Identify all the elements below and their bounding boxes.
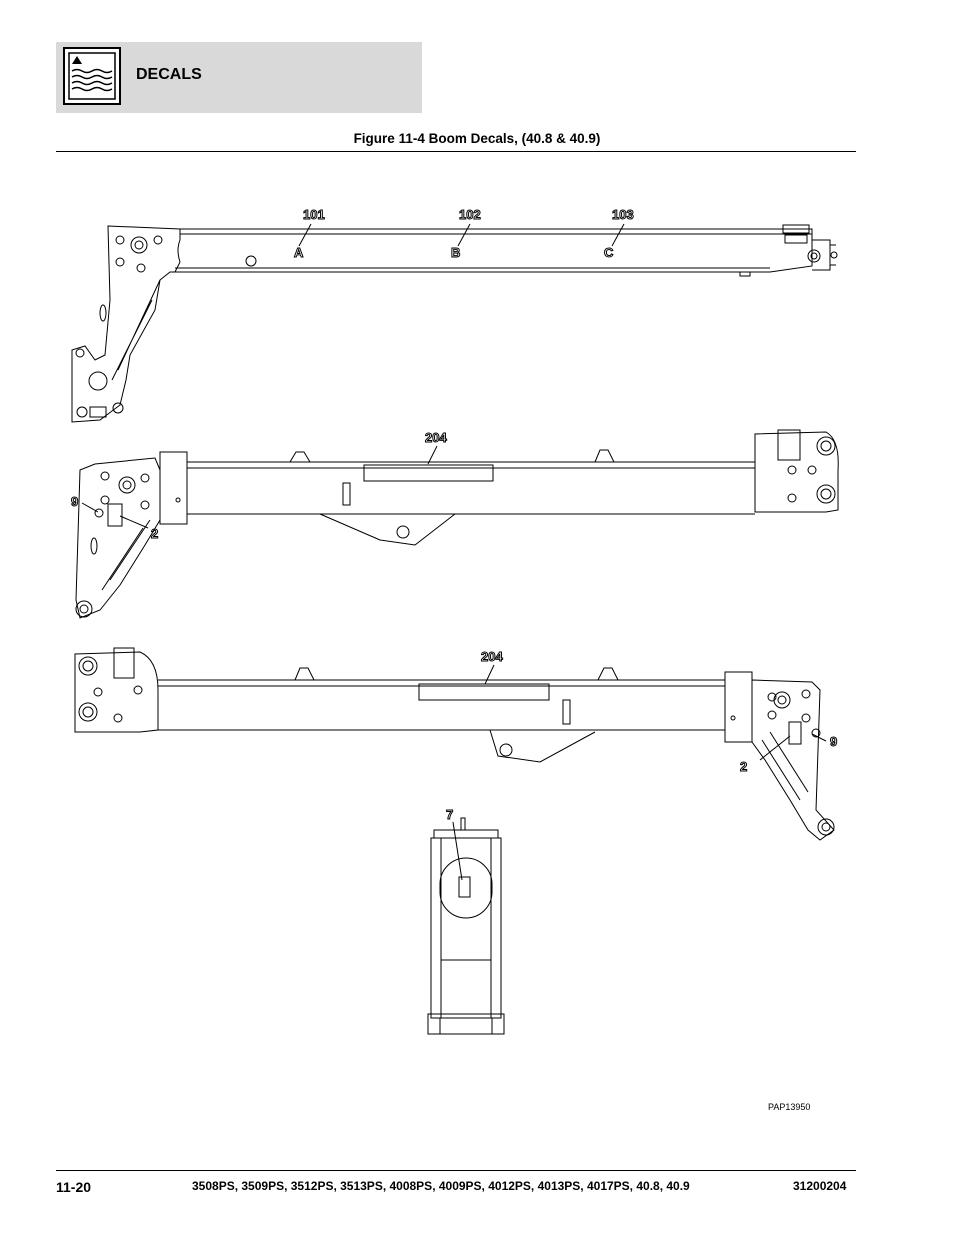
callout-b: B — [451, 245, 460, 260]
callout-a: A — [294, 245, 304, 260]
figure-reference-code: PAP13950 — [768, 1102, 811, 1112]
decal-section-icon — [63, 47, 121, 105]
footer-rule — [56, 1170, 856, 1171]
callout-101: 101 — [303, 207, 325, 222]
figure-title: Figure 11-4 Boom Decals, (40.8 & 40.9) — [353, 131, 601, 146]
boom-view-side-left — [75, 429, 839, 619]
boom-view-side-right — [74, 647, 835, 841]
document-number: 31200204 — [793, 1179, 847, 1193]
section-title: DECALS — [136, 66, 202, 83]
callout-103: 103 — [612, 207, 634, 222]
header-rule — [56, 151, 856, 152]
boom-view-end — [427, 817, 505, 1035]
boom-view-upper — [71, 224, 838, 423]
callout-9-lower: 9 — [830, 734, 837, 749]
callout-204-lower: 204 — [481, 649, 503, 664]
callout-9-upper: 9 — [71, 494, 78, 509]
callout-102: 102 — [459, 207, 481, 222]
callout-2-upper: 2 — [151, 526, 158, 541]
callout-c: C — [604, 245, 614, 260]
callout-7: 7 — [446, 807, 453, 822]
callout-2-lower: 2 — [740, 759, 747, 774]
callout-204-upper: 204 — [425, 430, 447, 445]
page-number: 11-20 — [56, 1179, 92, 1195]
model-list: 3508PS, 3509PS, 3512PS, 3513PS, 4008PS, … — [192, 1179, 690, 1193]
